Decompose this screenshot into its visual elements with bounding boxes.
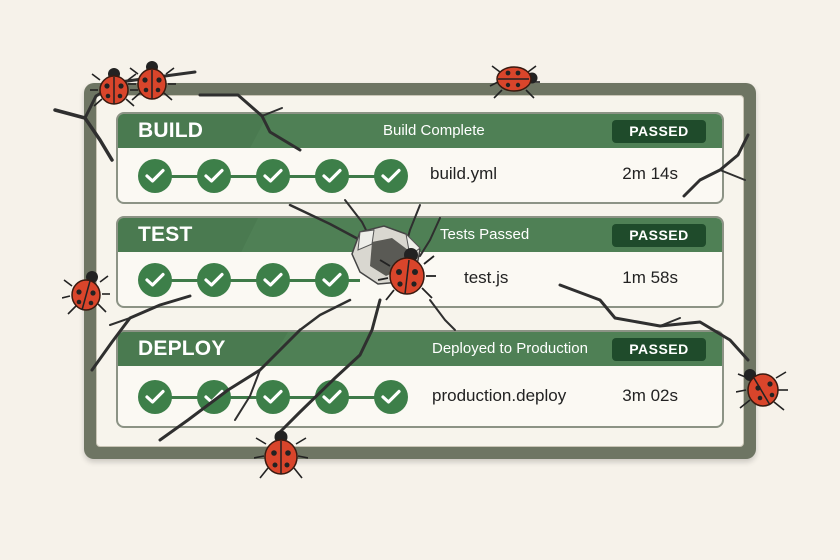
check-circle-icon [138,263,172,297]
ladybug-icon [489,65,540,99]
check-circle-icon [315,380,349,414]
check-circle-icon [256,159,290,193]
stage-duration: 1m 58s [622,268,678,287]
stage-duration: 2m 14s [622,164,678,183]
stage-build[interactable]: BUILD Build Complete PASSED build.yml 2m… [116,112,724,204]
stage-body: production.deploy 3m 02s [118,366,722,422]
ladybug-icon [736,369,788,411]
step-track [138,159,410,193]
check-circle-icon [197,159,231,193]
stage-deploy[interactable]: DEPLOY Deployed to Production PASSED pro… [116,330,724,428]
stage-header: DEPLOY Deployed to Production PASSED [118,332,722,366]
stage-body: test.js 1m 58s [118,252,722,306]
check-circle-icon [138,159,172,193]
check-circle-icon [256,263,290,297]
stage-status: Tests Passed [440,226,530,243]
stage-file[interactable]: build.yml [430,164,498,183]
stage-name: TEST [138,223,193,246]
check-circle-icon [197,263,231,297]
stage-status: Deployed to Production [432,340,588,357]
stage-name: DEPLOY [138,337,226,360]
check-circle-icon [374,380,408,414]
ladybug-icon [254,430,308,479]
check-circle-icon [315,159,349,193]
check-circle-icon [256,380,290,414]
ladybug-icon [90,68,138,107]
step-track [138,263,410,297]
status-badge: PASSED [612,338,706,361]
status-badge: PASSED [612,224,706,247]
stage-file[interactable]: test.js [464,268,509,287]
check-circle-icon [197,380,231,414]
stage-status: Build Complete [383,122,485,139]
check-circle-icon [374,159,408,193]
stage-name: BUILD [138,119,204,142]
step-track [138,380,410,414]
stage-header: BUILD Build Complete PASSED [118,114,722,148]
stage-duration: 3m 02s [622,386,678,405]
ladybug-icon [378,248,436,301]
status-badge: PASSED [612,120,706,143]
check-circle-icon [138,380,172,414]
ladybug-icon [128,61,176,101]
stage-body: build.yml 2m 14s [118,148,722,202]
ladybug-icon [62,271,110,315]
stage-file[interactable]: production.deploy [432,386,567,405]
check-circle-icon [315,263,349,297]
